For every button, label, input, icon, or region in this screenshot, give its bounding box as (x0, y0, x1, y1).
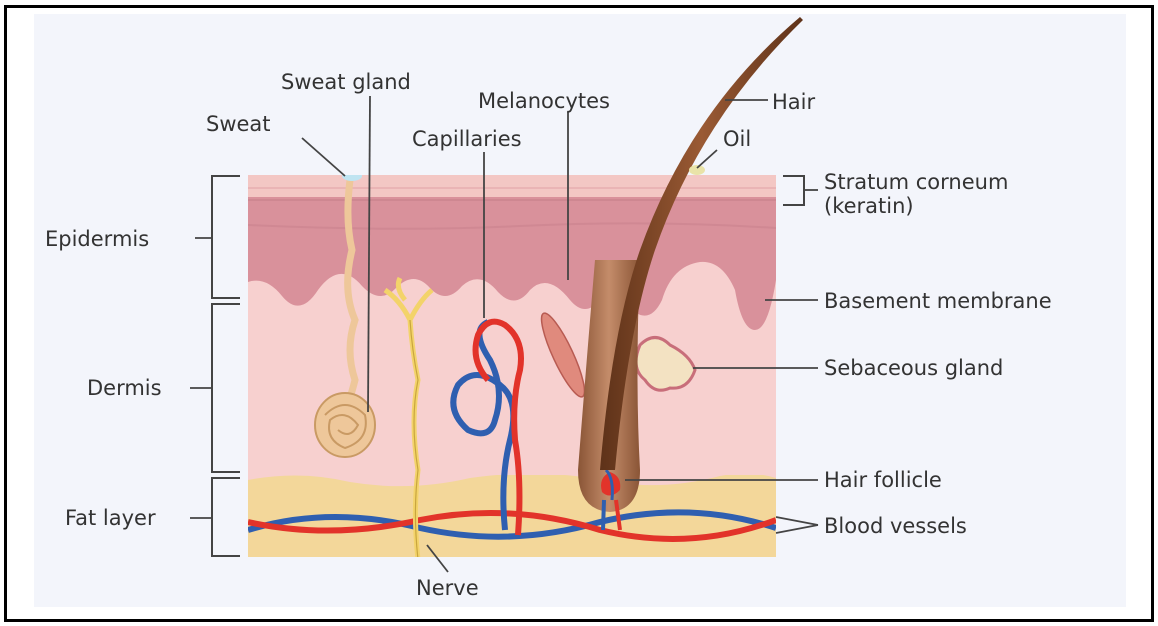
oil-droplet (689, 165, 705, 175)
keratin-label: (keratin) (824, 194, 914, 218)
fat-layer-bracket (212, 478, 240, 556)
basement-membrane-label: Basement membrane (824, 289, 1052, 313)
dermis-label: Dermis (87, 376, 162, 400)
fat-layer-label: Fat layer (65, 506, 156, 530)
melanocytes-label: Melanocytes (478, 89, 610, 113)
stratum-corneum-bracket (783, 176, 804, 205)
oil-leader (697, 150, 717, 168)
oil-label: Oil (723, 127, 751, 151)
stratum-corneum-region (248, 175, 776, 197)
hair-label: Hair (772, 90, 815, 114)
sweat-label: Sweat (206, 112, 271, 136)
sebaceous-gland-label: Sebaceous gland (824, 356, 1003, 380)
blood-vessels-label: Blood vessels (824, 514, 967, 538)
capillaries-label: Capillaries (412, 127, 522, 151)
epidermis-bracket (212, 176, 240, 298)
dermis-bracket (212, 304, 240, 472)
hair-follicle-label: Hair follicle (824, 468, 942, 492)
skin-tissue-block (248, 171, 776, 575)
blood-vessels-leader-1 (776, 517, 818, 525)
sweat-leader (302, 138, 345, 176)
sweat-gland-coil (315, 393, 375, 457)
nerve-label: Nerve (416, 576, 479, 600)
stratum-corneum-label: Stratum corneum (824, 170, 1008, 194)
blood-vessels-leader-2 (776, 525, 818, 533)
sweat-gland-label: Sweat gland (281, 70, 411, 94)
epidermis-label: Epidermis (45, 227, 149, 251)
